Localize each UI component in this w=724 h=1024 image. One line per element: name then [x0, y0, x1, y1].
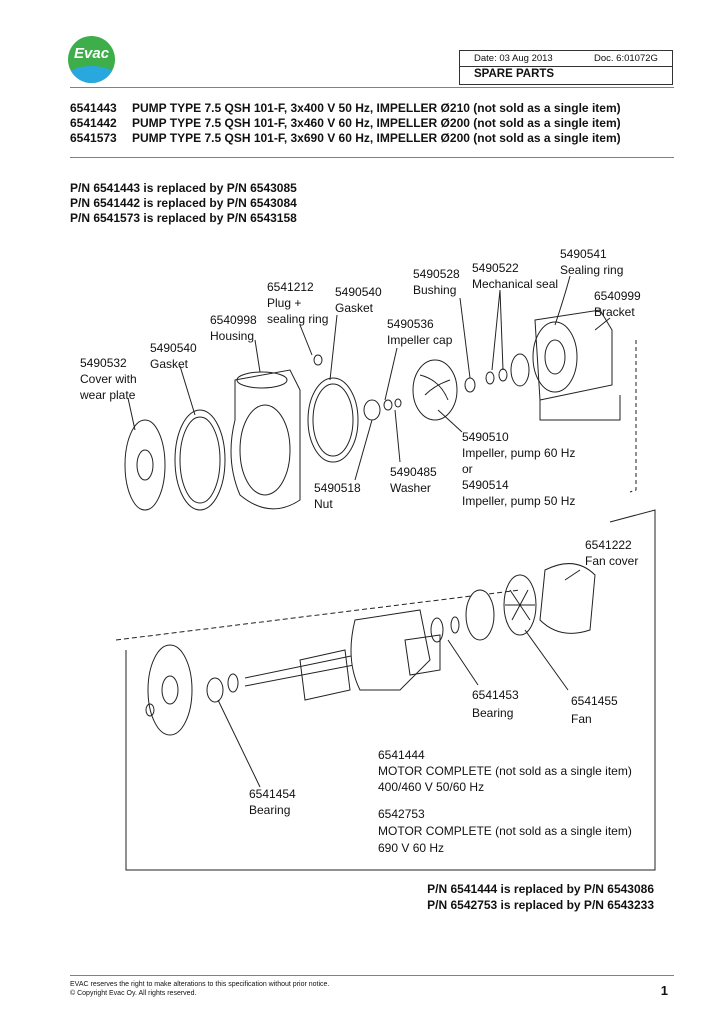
part-name: Gasket: [150, 357, 189, 371]
part-number: 6541454: [249, 787, 296, 801]
pump-description: PUMP TYPE 7.5 QSH 101-F, 3x400 V 50 Hz, …: [132, 101, 621, 115]
part-number: 5490514: [462, 478, 509, 492]
part-name: Nut: [314, 497, 333, 511]
part-name: Cover with: [80, 372, 137, 386]
motor-replacement-note: P/N 6542753 is replaced by P/N 6543233: [427, 898, 654, 912]
part-number: 5490518: [314, 481, 361, 495]
part-name: Bracket: [594, 305, 635, 319]
part-name: Impeller, pump 50 Hz: [462, 494, 576, 508]
part-number: 6541443: [70, 101, 117, 115]
replacement-note: P/N 6541573 is replaced by P/N 6543158: [70, 211, 297, 225]
part-number: 6541444: [378, 748, 425, 762]
part-name: Sealing ring: [560, 263, 624, 277]
part-number: 5490532: [80, 356, 127, 370]
pump-row: 6541442 PUMP TYPE 7.5 QSH 101-F, 3x460 V …: [70, 116, 621, 130]
part-name: Fan: [571, 712, 592, 726]
part-name: Bearing: [249, 803, 291, 817]
evac-logo: Evac: [68, 36, 115, 83]
doc-date: Date: 03 Aug 2013: [474, 53, 553, 64]
replacement-note: P/N 6541443 is replaced by P/N 6543085: [70, 181, 297, 195]
pump-description: PUMP TYPE 7.5 QSH 101-F, 3x460 V 60 Hz, …: [132, 116, 621, 130]
part-number: 6542753: [378, 807, 425, 821]
footer-notice: EVAC reserves the right to make alterati…: [70, 981, 330, 988]
part-name: MOTOR COMPLETE (not sold as a single ite…: [378, 824, 632, 838]
part-number: 5490522: [472, 261, 519, 275]
part-number: 6541212: [267, 280, 314, 294]
part-name: 400/460 V 50/60 Hz: [378, 780, 485, 794]
part-number: 6541573: [70, 131, 117, 145]
part-number: 6540999: [594, 289, 641, 303]
part-number: 6541455: [571, 694, 618, 708]
doc-number: Doc. 6:01072G: [594, 53, 658, 64]
part-name: or: [462, 462, 473, 476]
part-name: Mechanical seal: [472, 277, 559, 291]
part-number: 5490540: [150, 341, 197, 355]
part-name: Washer: [390, 481, 431, 495]
part-name: Bushing: [413, 283, 457, 297]
pump-row: 6541573 PUMP TYPE 7.5 QSH 101-F, 3x690 V …: [70, 131, 621, 145]
part-name: 690 V 60 Hz: [378, 841, 445, 855]
replacement-note: P/N 6541442 is replaced by P/N 6543084: [70, 196, 297, 210]
part-name: MOTOR COMPLETE (not sold as a single ite…: [378, 764, 632, 778]
part-number: 5490528: [413, 267, 460, 281]
part-number: 5490485: [390, 465, 437, 479]
divider: [70, 157, 674, 158]
part-number: 6541453: [472, 688, 519, 702]
part-number: 5490541: [560, 247, 607, 261]
document-info-box: Date: 03 Aug 2013 Doc. 6:01072G SPARE PA…: [459, 50, 673, 85]
part-name: Plug +: [267, 296, 302, 310]
part-number: 5490540: [335, 285, 382, 299]
part-name: Fan cover: [585, 554, 639, 568]
part-number: 6541222: [585, 538, 632, 552]
divider: [70, 87, 674, 88]
part-number: 6540998: [210, 313, 257, 327]
part-name: sealing ring: [267, 312, 329, 326]
page-number: 1: [660, 983, 668, 998]
pump-description: PUMP TYPE 7.5 QSH 101-F, 3x690 V 60 Hz, …: [132, 131, 621, 145]
pump-row: 6541443 PUMP TYPE 7.5 QSH 101-F, 3x400 V …: [70, 101, 621, 115]
part-name: wear plate: [80, 388, 136, 402]
part-number: 6541442: [70, 116, 117, 130]
footer-divider: [70, 975, 674, 976]
part-number: 5490536: [387, 317, 434, 331]
motor-replacement-note: P/N 6541444 is replaced by P/N 6543086: [427, 882, 654, 896]
doc-title: SPARE PARTS: [474, 68, 555, 80]
part-name: Impeller cap: [387, 333, 453, 347]
part-name: Impeller, pump 60 Hz: [462, 446, 576, 460]
part-number: 5490510: [462, 430, 509, 444]
part-name: Bearing: [472, 706, 514, 720]
part-name: Housing: [210, 329, 255, 343]
footer-copyright: © Copyright Evac Oy. All rights reserved…: [70, 990, 197, 997]
part-name: Gasket: [335, 301, 374, 315]
